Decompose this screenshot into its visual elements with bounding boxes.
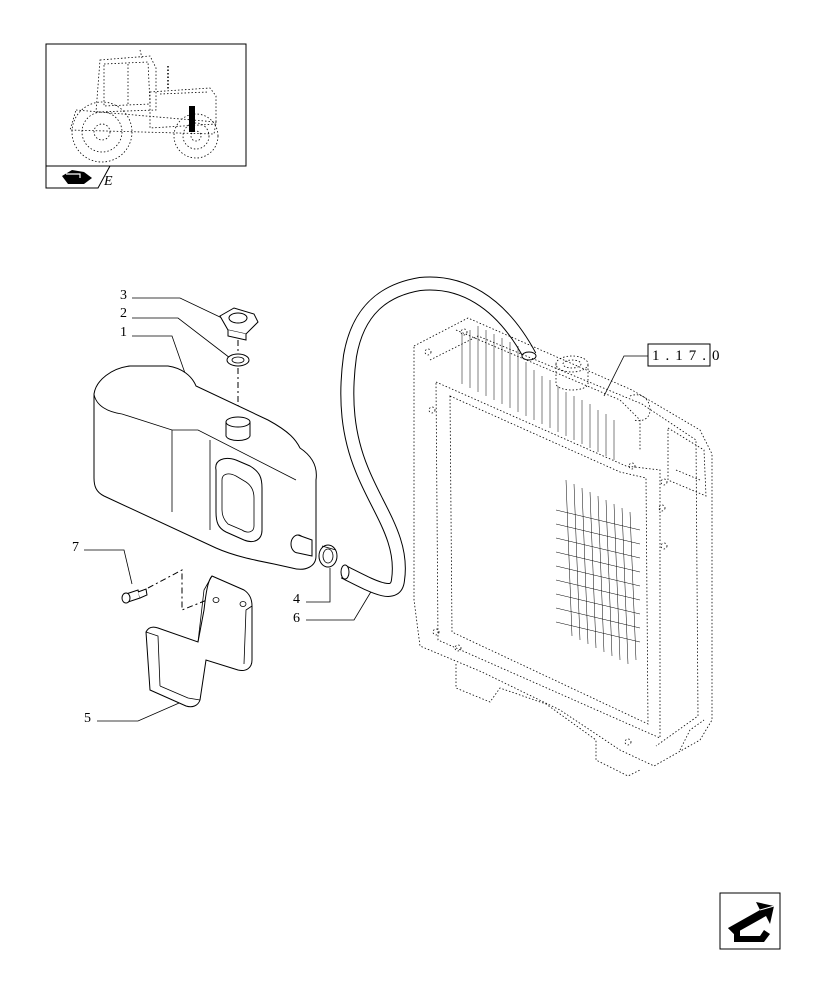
cap: [219, 307, 259, 341]
radiator: [413, 317, 713, 777]
callout-1[interactable]: 1: [120, 325, 127, 340]
section-mark: E: [103, 174, 113, 189]
expansion-tank: [93, 365, 317, 570]
bolt: [121, 569, 213, 611]
radiator-core-hatch: [555, 479, 641, 665]
hose-clip: [318, 544, 338, 568]
callouts: 3 2 1 7 4 6 5: [72, 288, 373, 726]
location-marker: [189, 106, 195, 132]
callout-6[interactable]: 6: [293, 611, 300, 626]
seal-ring: [226, 353, 250, 367]
callout-5[interactable]: 5: [84, 711, 91, 726]
next-page-arrow-icon: [728, 902, 775, 942]
reference-label: 1.17.0: [652, 348, 726, 364]
book-arrow-icon: [62, 170, 92, 184]
reference-box[interactable]: 1.17.0: [603, 343, 726, 397]
tractor-thumbnail[interactable]: E: [45, 43, 247, 189]
tank-bracket: [145, 575, 253, 708]
callout-3[interactable]: 3: [120, 288, 127, 303]
callout-4[interactable]: 4: [293, 592, 300, 607]
coolant-hose: [340, 276, 537, 597]
callout-2[interactable]: 2: [120, 306, 127, 321]
callout-7[interactable]: 7: [72, 540, 79, 555]
next-page-button[interactable]: [719, 892, 781, 950]
tractor-thumbnail-icon: [69, 49, 219, 163]
